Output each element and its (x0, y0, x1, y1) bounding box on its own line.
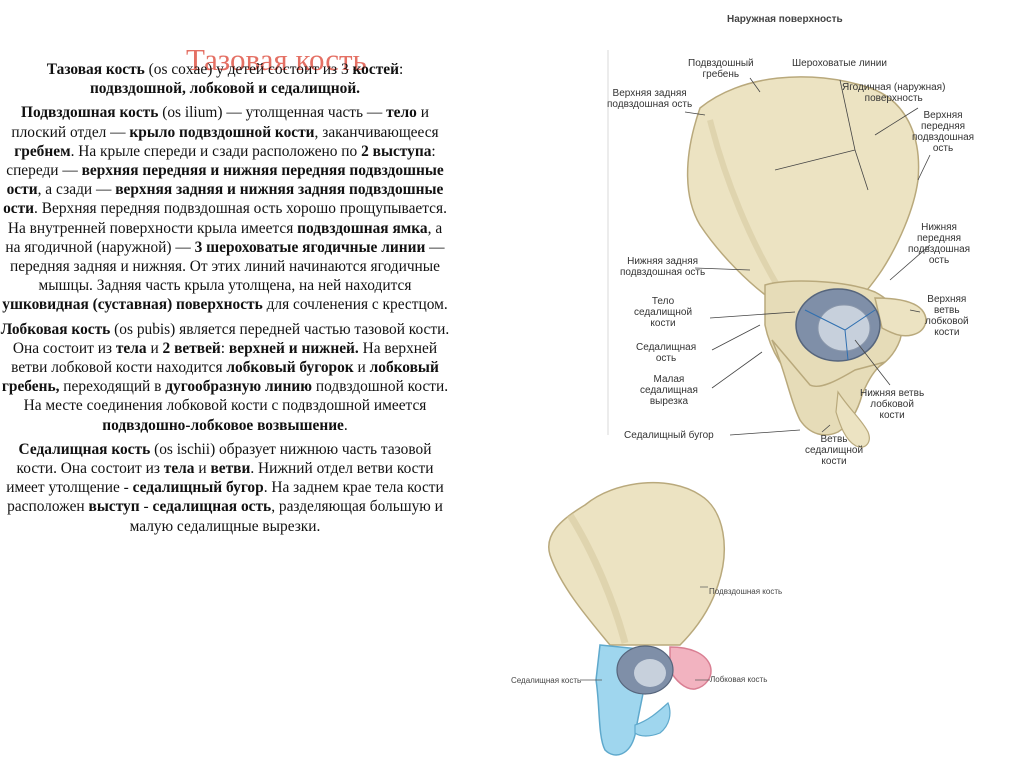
text-span: для сочленения с крестцом. (262, 296, 448, 314)
term-bones: костей (352, 61, 399, 78)
hip-bone-illustration-bottom (548, 481, 725, 756)
term-arcuate-line: дугообразную линию (165, 378, 313, 396)
term-gluteal-lines: 3 шероховатые ягодичные линии (194, 238, 426, 256)
term-upper-lower: верхней и нижней. (228, 339, 359, 357)
paragraph-ischium: Седалищная кость (os ischii) образует ни… (0, 440, 450, 536)
label-ischium: Седалищная кость (511, 676, 582, 685)
text-span: . На заднем крае тела кости расположен (7, 479, 444, 516)
text-span: , заканчивающееся (314, 123, 439, 141)
term-process: выступ (88, 498, 140, 516)
text-span: (os coxae) у детей состоит из 3 (144, 61, 353, 78)
pubis-region (669, 646, 712, 690)
text-span: (os pubis) является передней частью тазо… (12, 320, 450, 357)
term-two-rami: 2 ветвей (162, 339, 221, 357)
text-span: : (398, 61, 404, 78)
text-span: , разделяющая большую и малую седалищные… (129, 498, 443, 535)
text-span: , а сзади — (37, 181, 116, 199)
paragraph-intro: Тазовая кость (os coxae) у детей состоит… (0, 60, 450, 98)
term-ischial-tuberosity: седалищный бугор (132, 479, 264, 497)
text-span: и плоский отдел — (11, 104, 429, 141)
term-body: тела (163, 460, 195, 478)
text-span: и (146, 339, 163, 357)
text-span: - (139, 498, 153, 516)
label-ischium-ramus: Ветвь седалищной кости (805, 434, 864, 467)
term-crest: гребнем (14, 142, 71, 160)
ischium-ramus-region (634, 701, 671, 737)
label-sup-ant-spine: Верхняя передняя подвздошная ость (912, 110, 975, 154)
label-lesser-notch: Малая седалищная вырезка (640, 374, 698, 407)
pubic-ramus (874, 297, 927, 337)
text-span: . Верхняя передняя подвздошная ость хоро… (7, 200, 447, 237)
label-ischial-spine: Седалищная ость (636, 342, 697, 364)
term-three-bones: подвздошной, лобковой и седалищной. (89, 80, 361, 98)
term-two-processes: 2 выступа (361, 142, 432, 160)
text-span: : спереди — (6, 142, 436, 180)
hip-bone-illustration-top (607, 50, 931, 448)
term-ilium: Подвздошная кость (21, 104, 159, 122)
leader-lines-bottom (580, 586, 710, 681)
label-pubis: Лобковая кость (710, 675, 768, 684)
term-auricular-surface: ушковидная (суставная) поверхность (2, 296, 263, 314)
text-span: : (220, 339, 229, 357)
text-span: (os ischii) образует нижнюю часть тазово… (16, 440, 432, 478)
term-anterior-spines: верхняя передняя и нижняя передняя подвз… (6, 162, 444, 199)
term-wing: крыло подвздошной кости (129, 123, 315, 141)
label-inf-post-spine: Нижняя задняя подвздошная ость (620, 256, 706, 278)
term-posterior-spines: верхняя задняя и нижняя задняя подвздошн… (3, 181, 444, 218)
text-span: и (353, 359, 370, 377)
ilium-region (548, 481, 725, 646)
text-span: . (343, 416, 348, 434)
figure-top-title: Наружная поверхность (727, 14, 843, 25)
ilium-wing (686, 76, 920, 303)
leader-lines (684, 77, 931, 436)
text-span: На верхней ветви лобковой кости находитс… (11, 339, 438, 377)
obturator-loop (835, 390, 870, 448)
term-body: тела (115, 339, 147, 357)
text-column: Тазовая кость (os coxae) у детей состоит… (0, 60, 450, 541)
label-inf-pubic-ramus: Нижняя ветвь лобковой кости (860, 388, 925, 421)
label-gluteal-surface: Ягодичная (наружная) поверхность (842, 82, 946, 104)
term-iliopubic-eminence: подвздошно-лобковое возвышение (102, 416, 344, 434)
paragraph-ilium: Подвздошная кость (os ilium) — утолщенна… (0, 103, 450, 314)
label-ilium: Подвздошная кость (709, 587, 783, 596)
text-span: — передняя задняя и нижняя. От этих лини… (10, 238, 445, 295)
term-pubis: Лобковая кость (0, 320, 111, 338)
term-body: тело (386, 104, 417, 122)
text-span: , а на ягодичной (наружной) — (5, 219, 443, 256)
text-span: (os ilium) — утолщенная часть — (158, 104, 387, 122)
label-sup-post-spine: Верхняя задняя подвздошная ость (607, 88, 693, 110)
label-ischium-body: Тело седалищной кости (634, 296, 693, 329)
label-ischial-tuber: Седалищный бугор (624, 430, 714, 441)
label-sup-pubic-ramus: Верхняя ветвь лобковой кости (925, 294, 969, 338)
text-span: . На крыле спереди и сзади расположено п… (70, 142, 362, 160)
label-iliac-crest: Подвздошный гребень (688, 58, 754, 80)
paragraph-pubis: Лобковая кость (os pubis) является перед… (0, 320, 450, 435)
term-pubic-crest: лобковый гребень, (1, 359, 439, 396)
term-iliac-fossa: подвздошная ямка (297, 219, 428, 237)
term-ischial-spine: седалищная ость (152, 498, 272, 516)
label-rough-lines: Шероховатые линии (792, 58, 887, 69)
label-inf-ant-spine: Нижняя передняя подвздошная ость (908, 222, 971, 266)
term-ramus: ветви (210, 460, 251, 478)
text-span: подвздошной кости. На месте соединения л… (23, 378, 449, 415)
term-ischium: Седалищная кость (18, 440, 151, 458)
text-span: переходящий в (59, 378, 166, 396)
term-pubic-tubercle: лобковый бугорок (226, 359, 354, 377)
slide-title: Тазовая кость (186, 42, 367, 77)
term-pelvic-bone: Тазовая кость (46, 61, 145, 78)
text-span: . Нижний отдел ветви кости имеет утолщен… (6, 460, 434, 497)
text-span: и (194, 460, 211, 478)
